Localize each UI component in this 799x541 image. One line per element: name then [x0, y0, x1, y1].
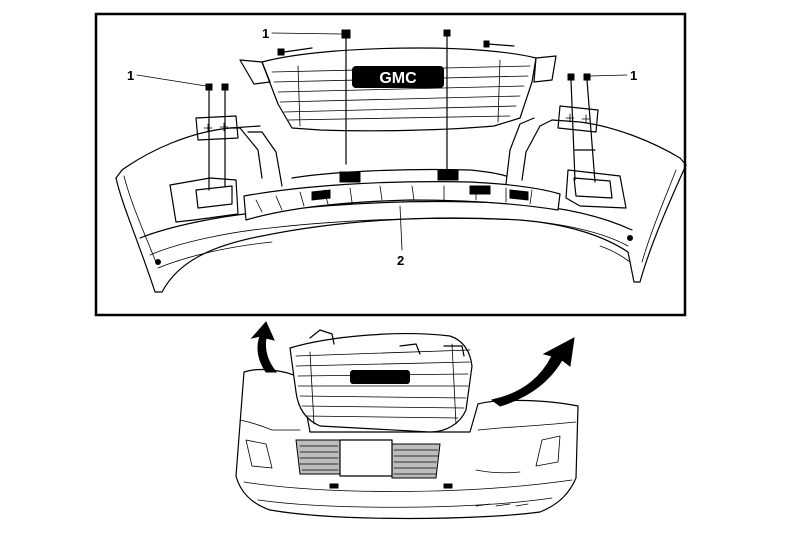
grille-overview-badge: [350, 370, 410, 384]
grille-badge: [352, 66, 444, 88]
callout-fastener-left: 1: [127, 68, 207, 87]
grille-detail: GMC: [239, 47, 557, 132]
svg-text:1: 1: [127, 68, 134, 83]
removal-arrow-left: [250, 321, 278, 373]
removal-arrow-right: [490, 337, 575, 407]
callout-fascia-part: 2: [397, 205, 404, 268]
svg-text:1: 1: [262, 26, 269, 41]
svg-text:2: 2: [397, 253, 404, 268]
callout-fastener-upper: 1: [262, 26, 343, 41]
bumper-fascia-detail: [115, 105, 687, 293]
svg-text:1: 1: [630, 68, 637, 83]
callout-fastener-right: 1: [589, 68, 637, 83]
grille-badge-text: GMC: [379, 70, 417, 87]
fasteners-detail: [205, 29, 596, 191]
lower-bracket-detail: [243, 168, 561, 221]
grille-overview: [289, 329, 473, 433]
vehicle-front-overview: [235, 368, 579, 520]
